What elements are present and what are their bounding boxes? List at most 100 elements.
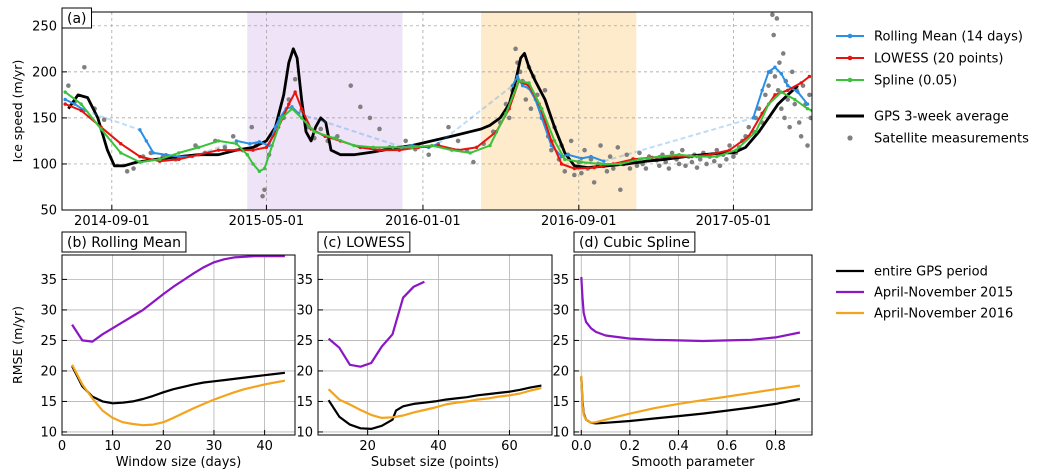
- legend-label: Satellite measurements: [874, 132, 1029, 147]
- x-axis-label: Smooth parameter: [632, 455, 756, 470]
- series-spline-marker: [779, 90, 784, 94]
- satellite-point: [403, 138, 408, 144]
- x-tick-label: 0.0: [571, 439, 592, 454]
- satellite-point: [292, 76, 298, 82]
- y-tick-label: 20: [552, 364, 569, 379]
- series-spline-marker: [270, 143, 274, 148]
- series-spline-marker: [197, 145, 201, 150]
- satellite-point: [746, 124, 752, 130]
- legend-label: Spline (0.05): [874, 74, 957, 89]
- legend-swatch-dot: [847, 135, 853, 141]
- satellite-point: [704, 161, 709, 167]
- series-spline-marker: [138, 160, 142, 164]
- legend-item-satellite: Satellite measurements: [847, 132, 1029, 147]
- x-tick-label: 0.2: [620, 439, 641, 454]
- satellite-point: [624, 152, 630, 158]
- series-spline-marker: [332, 136, 336, 140]
- series-spline: [63, 79, 812, 174]
- satellite-point: [572, 172, 577, 178]
- y-tick-label: 35: [296, 273, 313, 288]
- satellite-point: [771, 32, 776, 38]
- satellite-point: [777, 60, 782, 65]
- legend-item-spline: Spline (0.05): [836, 74, 957, 89]
- series-rolling-marker: [63, 97, 67, 102]
- y-tick-label: 30: [40, 303, 57, 318]
- series-rolling-marker: [515, 74, 520, 79]
- series-spline-marker: [734, 148, 738, 152]
- series-spline-marker: [637, 157, 642, 162]
- legend-swatch-marker: [847, 33, 853, 39]
- satellite-point: [471, 159, 476, 165]
- x-tick-label: 2016-09-01: [541, 214, 617, 229]
- satellite-point: [506, 115, 512, 121]
- y-tick-label: 50: [40, 204, 57, 219]
- satellite-point: [101, 117, 107, 123]
- satellite-point: [588, 157, 594, 162]
- series-spline-marker: [371, 145, 375, 150]
- satellite-point: [714, 147, 720, 153]
- satellite-point: [318, 126, 324, 132]
- series-rolling-marker: [566, 153, 570, 157]
- x-tick-label: 30: [206, 439, 223, 454]
- satellite-point: [549, 147, 554, 153]
- legend-item-gps: GPS 3-week average: [836, 110, 1009, 125]
- series-lowess-marker: [708, 153, 712, 157]
- series-lowess-marker: [592, 165, 596, 170]
- satellite-point: [780, 51, 786, 56]
- satellite-point: [798, 134, 804, 139]
- satellite-point: [711, 158, 717, 164]
- satellite-point: [615, 145, 621, 150]
- series-lowess-marker: [786, 88, 790, 92]
- series-spline-marker: [517, 79, 521, 83]
- series-rolling-marker: [805, 102, 810, 106]
- series-rolling-marker: [257, 140, 262, 144]
- series-lowess-marker: [397, 148, 402, 152]
- series-lowess-marker: [119, 141, 123, 146]
- panel-c-label: (c) LOWESS: [323, 235, 405, 251]
- x-axis-label: Subset size (points): [371, 455, 499, 470]
- series-spline-marker: [280, 116, 284, 120]
- legend-item-rolling: Rolling Mean (14 days): [836, 30, 1023, 45]
- y-axis-label: Ice speed (m/yr): [10, 60, 25, 163]
- panel-d-frame: [573, 254, 813, 436]
- satellite-point: [676, 161, 682, 167]
- series-spline-marker: [290, 106, 294, 111]
- legend-item-rmse_2015: April-November 2015: [836, 286, 1013, 301]
- series-lowess-marker: [474, 145, 479, 150]
- series-spline-marker: [715, 154, 719, 159]
- satellite-point: [562, 169, 568, 174]
- satellite-point: [643, 166, 649, 171]
- series-rolling-marker: [579, 156, 584, 161]
- satellite-point: [604, 169, 610, 174]
- satellite-point: [683, 163, 688, 169]
- series-spline-marker: [391, 145, 395, 150]
- x-axis-label: Window size (days): [116, 455, 242, 470]
- series-rolling-marker: [151, 151, 156, 155]
- satellite-point: [779, 106, 784, 111]
- x-tick-label: 0.8: [765, 439, 786, 454]
- satellite-point: [800, 83, 806, 88]
- series-rolling-line: [139, 129, 193, 158]
- series-rolling-marker: [248, 141, 252, 146]
- series-lowess-marker: [807, 74, 812, 79]
- legend-item-rmse_2016: April-November 2016: [836, 307, 1013, 322]
- satellite-point: [358, 104, 363, 110]
- satellite-point: [694, 165, 700, 170]
- legend-swatch-marker: [847, 55, 853, 61]
- satellite-point: [669, 150, 675, 156]
- satellite-point: [249, 124, 255, 130]
- series-gps-line: [67, 47, 799, 169]
- satellite-point: [260, 193, 265, 199]
- series-rolling-marker: [773, 65, 777, 69]
- series-spline-marker: [245, 153, 249, 157]
- x-tick-label: 20: [359, 439, 376, 454]
- y-tick-label: 15: [40, 395, 57, 410]
- satellite-point: [348, 83, 354, 88]
- satellite-point: [367, 115, 373, 121]
- y-tick-label: 15: [296, 395, 313, 410]
- series-rolling-gap: [603, 116, 754, 163]
- satellite-point: [666, 166, 672, 171]
- series-spline-marker: [468, 151, 472, 155]
- series-lowess-marker: [138, 154, 142, 159]
